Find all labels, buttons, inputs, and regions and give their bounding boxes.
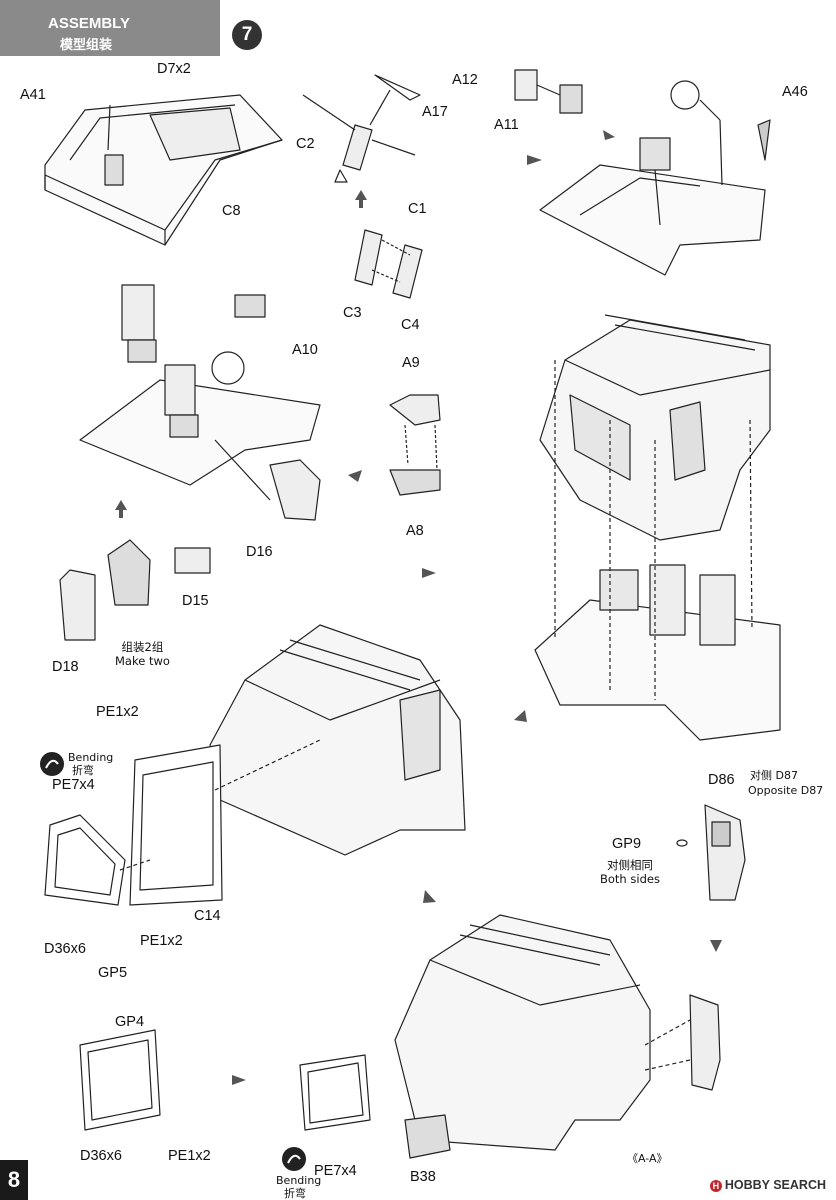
part-label-a46: A46	[782, 84, 808, 100]
bending-icon	[282, 1147, 306, 1171]
part-label-c1: C1	[408, 201, 427, 217]
step-number-badge: 7	[232, 20, 262, 50]
cab-floor-with-seats	[79, 284, 321, 521]
part-label-pe7x4-b: PE7x4	[314, 1163, 357, 1179]
page-number: 8	[0, 1160, 28, 1200]
make-two-note: 组装2组 Make two	[115, 640, 170, 669]
part-label-a12: A12	[452, 72, 478, 88]
cab-lower-interior	[534, 360, 781, 741]
part-label-d87-cn: 对侧 D87	[750, 769, 798, 782]
part-label-d36x6-b: D36x6	[80, 1148, 122, 1164]
part-label-a17: A17	[422, 104, 448, 120]
part-label-gp5: GP5	[98, 965, 128, 981]
header-title-cn: 模型组装	[60, 38, 113, 53]
cab-middle-assembly	[44, 624, 466, 906]
watermark-logo-icon: H	[709, 1179, 722, 1192]
part-label-c2: C2	[296, 136, 315, 152]
both-sides-cn: 对侧相同	[606, 858, 653, 872]
bending-note-b: Bending 折弯	[276, 1145, 321, 1199]
part-label-d15: D15	[182, 593, 209, 609]
part-label-a8: A8	[406, 523, 424, 539]
cab-upper-shell	[539, 314, 771, 541]
part-label-a41: A41	[20, 87, 46, 103]
part-label-c8: C8	[222, 203, 241, 219]
part-label-c3: C3	[343, 305, 362, 321]
bending-cn: 折弯	[284, 1187, 306, 1200]
part-label-a10: A10	[292, 342, 318, 358]
shell-a9-a8	[389, 394, 441, 496]
make-two-cn: 组装2组	[121, 640, 164, 654]
bending-note-a: Bending 折弯	[38, 750, 113, 783]
part-label-pe1x2-b: PE1x2	[140, 933, 183, 949]
part-label-d16: D16	[246, 544, 273, 560]
cab-final-assembly	[79, 914, 721, 1159]
part-label-d87-en: Opposite D87	[748, 784, 824, 797]
seat-d18-d15-d16	[59, 539, 211, 641]
part-label-gp4: GP4	[115, 1014, 145, 1030]
part-label-d86: D86	[708, 772, 735, 788]
part-label-d36x6-a: D36x6	[44, 941, 86, 957]
floor-pan-c8	[44, 94, 283, 246]
bending-cn: 折弯	[72, 764, 94, 777]
watermark-text: HOBBY SEARCH	[724, 1178, 826, 1192]
bending-en: Bending	[68, 751, 114, 764]
bending-icon	[40, 752, 64, 776]
part-label-pe7x4-a: PE7x4	[52, 777, 95, 793]
part-label-d7x2: D7x2	[157, 61, 191, 77]
part-label-gp9: GP9	[612, 836, 642, 852]
flow-arrows	[115, 130, 722, 1085]
part-label-a9: A9	[402, 355, 420, 371]
floor-with-pedals	[514, 69, 771, 276]
assembly-header: ASSEMBLY 模型组装	[0, 0, 220, 56]
bending-en: Bending	[276, 1174, 322, 1187]
part-label-c14: C14	[194, 908, 221, 924]
part-label-pe1x2-c: PE1x2	[168, 1148, 211, 1164]
column-halves-c3-c4	[354, 229, 423, 299]
mudflap-d86	[676, 804, 746, 901]
header-title-en: ASSEMBLY	[48, 15, 130, 32]
part-label-b38: B38	[410, 1169, 436, 1185]
steering-column-parts	[302, 74, 421, 183]
make-two-en: Make two	[115, 654, 170, 669]
section-label: 《A-A》	[627, 1152, 668, 1165]
part-label-c4: C4	[401, 317, 420, 333]
part-label-a11: A11	[494, 117, 519, 133]
part-label-d18: D18	[52, 659, 79, 675]
both-sides-en: Both sides	[600, 872, 660, 887]
both-sides-note: 对侧相同 Both sides	[600, 858, 660, 887]
part-label-pe1x2-a: PE1x2	[96, 704, 139, 720]
